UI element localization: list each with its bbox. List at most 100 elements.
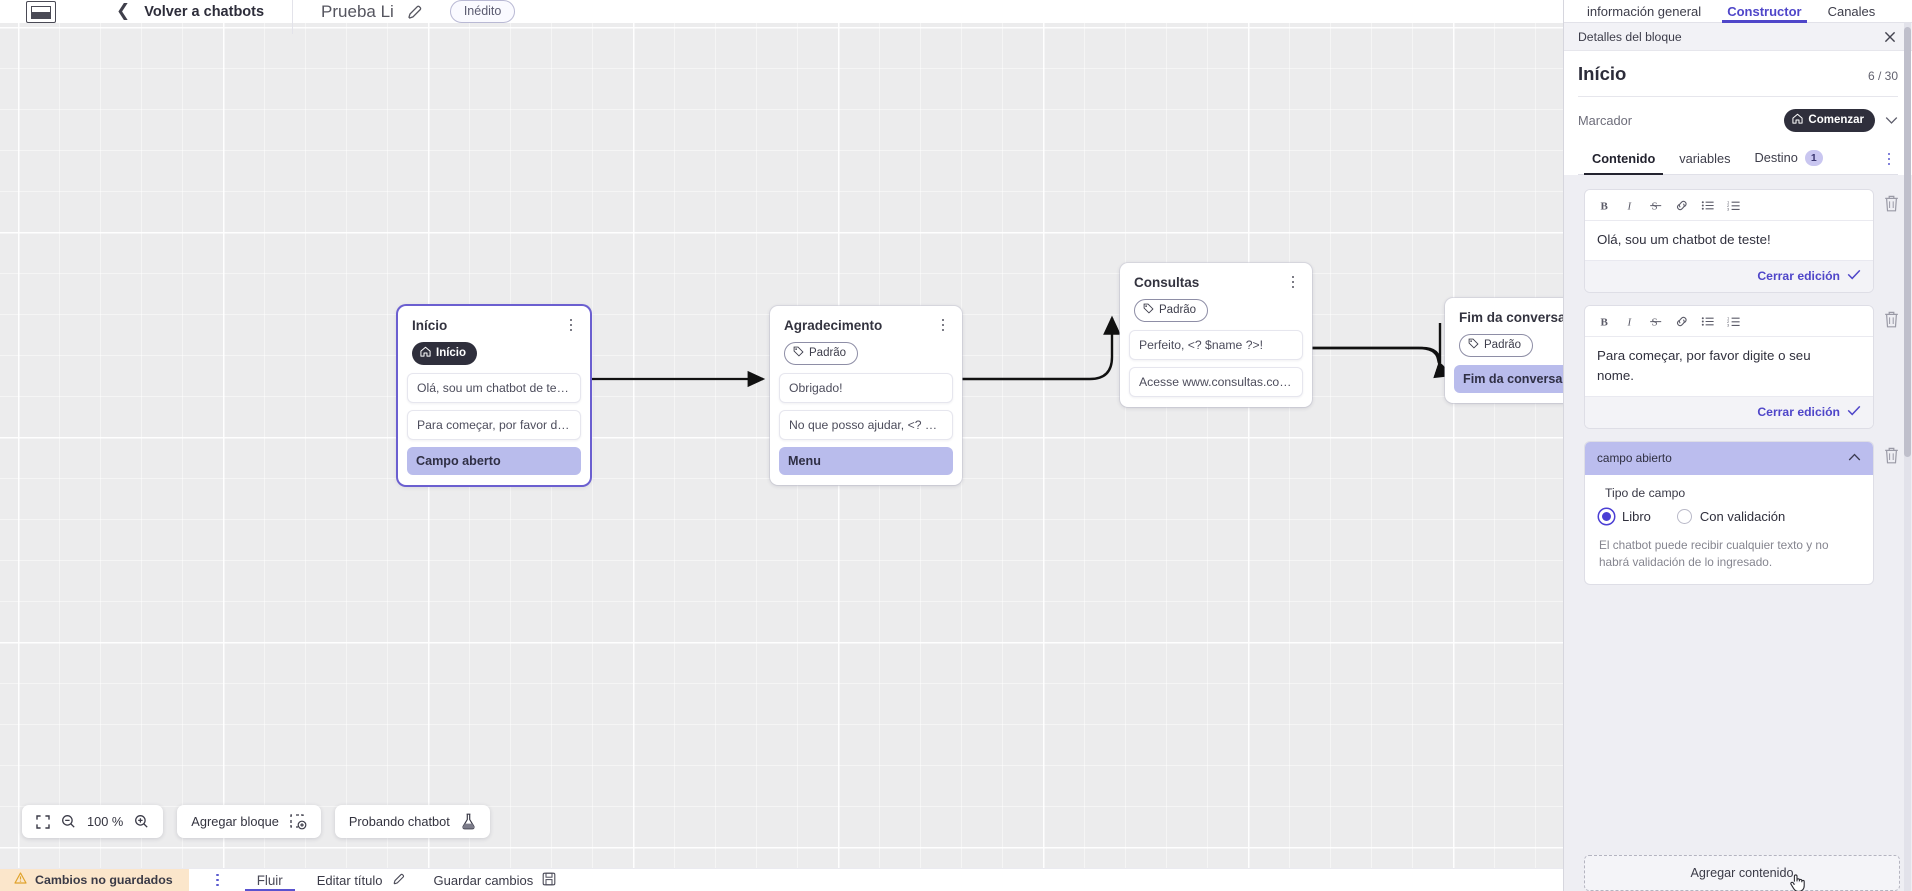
node-action-chip[interactable]: Menu bbox=[779, 447, 953, 475]
strikethrough-icon[interactable]: S bbox=[1643, 194, 1669, 216]
block-title-row: Início 6 / 30 bbox=[1578, 51, 1898, 96]
test-chatbot-button[interactable]: Probando chatbot bbox=[334, 805, 490, 838]
strikethrough-icon[interactable]: S bbox=[1643, 310, 1669, 332]
svg-text:3: 3 bbox=[1727, 322, 1730, 327]
node-tag-label: Padrão bbox=[809, 347, 847, 359]
flask-icon bbox=[461, 813, 476, 830]
chevron-down-icon[interactable] bbox=[1885, 114, 1898, 128]
app-logo[interactable] bbox=[26, 0, 56, 23]
tab-canales[interactable]: Canales bbox=[1827, 3, 1876, 19]
content-block-text[interactable]: Para começar, por favor digite o seu nom… bbox=[1597, 348, 1811, 383]
back-to-chatbots-link[interactable]: Volver a chatbots bbox=[144, 3, 265, 20]
node-action-chip[interactable]: Fim da conversa bbox=[1454, 365, 1563, 393]
svg-text:1: 1 bbox=[1727, 315, 1730, 320]
divider bbox=[1578, 96, 1898, 97]
tab-variables[interactable]: variables bbox=[1667, 151, 1742, 174]
node-inicio[interactable]: Início Início Olá, sou um chatbot de tes… bbox=[398, 306, 590, 485]
link-icon[interactable] bbox=[1669, 194, 1695, 216]
panel-scrollbar-track[interactable] bbox=[1904, 23, 1911, 891]
more-options-icon[interactable] bbox=[207, 873, 229, 887]
trash-icon[interactable] bbox=[1883, 446, 1900, 465]
panel-scrollbar-thumb[interactable] bbox=[1904, 27, 1911, 457]
open-field-label: campo abierto bbox=[1597, 450, 1672, 465]
trash-icon[interactable] bbox=[1883, 194, 1900, 213]
back-chevron-icon[interactable]: ❮ bbox=[116, 1, 131, 21]
close-edit-label[interactable]: Cerrar edición bbox=[1757, 404, 1840, 419]
bullet-list-icon[interactable] bbox=[1695, 194, 1721, 216]
node-message[interactable]: Olá, sou um chatbot de teste! bbox=[407, 373, 581, 403]
radio-option-libro[interactable]: Libro bbox=[1599, 508, 1651, 524]
tab-fluir[interactable]: Fluir bbox=[244, 869, 295, 891]
node-action-chip[interactable]: Campo aberto bbox=[407, 447, 581, 475]
zoom-in-icon[interactable] bbox=[134, 814, 149, 829]
node-header: Início Início bbox=[398, 306, 590, 365]
node-title: Fim da conversa bbox=[1459, 310, 1563, 325]
bullet-list-icon[interactable] bbox=[1695, 310, 1721, 332]
check-icon[interactable] bbox=[1847, 267, 1861, 285]
svg-text:S: S bbox=[1652, 200, 1658, 212]
tab-contenido[interactable]: Contenido bbox=[1580, 151, 1667, 175]
check-icon[interactable] bbox=[1847, 403, 1861, 421]
warning-icon bbox=[14, 871, 27, 889]
chevron-up-icon[interactable] bbox=[1848, 449, 1861, 467]
node-tag-default: Padrão bbox=[1134, 299, 1209, 322]
edit-title-button[interactable]: Editar título bbox=[317, 872, 406, 889]
tab-informacion-general[interactable]: información general bbox=[1587, 3, 1702, 19]
trash-icon[interactable] bbox=[1883, 310, 1900, 329]
flow-canvas[interactable]: Início Início Olá, sou um chatbot de tes… bbox=[0, 23, 1563, 868]
node-fim-da-conversa[interactable]: Fim da conversa Padrão Fim da conversa bbox=[1445, 298, 1563, 403]
node-message[interactable]: No que posso ajudar, <? $name ... bbox=[779, 410, 953, 440]
svg-text:2: 2 bbox=[1727, 203, 1730, 208]
radio-option-con-validacion[interactable]: Con validación bbox=[1676, 508, 1785, 524]
node-header: Agradecimento Padrão bbox=[770, 306, 962, 365]
open-field-header[interactable]: campo abierto bbox=[1585, 441, 1873, 475]
add-content-button[interactable]: Agregar contenido bbox=[1584, 855, 1900, 891]
svg-text:3: 3 bbox=[1727, 206, 1730, 211]
panel-subheader: Detalles del bloque bbox=[1564, 23, 1912, 51]
node-menu-icon[interactable] bbox=[563, 316, 579, 334]
radio-indicator[interactable] bbox=[1599, 508, 1614, 524]
open-field-card[interactable]: campo abierto Tipo de campo Libro bbox=[1584, 440, 1874, 586]
node-message[interactable]: Para começar, por favor digite o ... bbox=[407, 410, 581, 440]
bold-icon[interactable]: B bbox=[1591, 194, 1617, 216]
italic-icon[interactable]: I bbox=[1617, 194, 1643, 216]
panel-more-options-icon[interactable] bbox=[1880, 150, 1898, 168]
field-block: campo abierto Tipo de campo Libro bbox=[1584, 440, 1900, 586]
node-menu-icon[interactable] bbox=[1285, 273, 1301, 291]
svg-text:I: I bbox=[1626, 200, 1632, 212]
close-icon[interactable] bbox=[1882, 29, 1898, 45]
close-edit-label[interactable]: Cerrar edición bbox=[1757, 269, 1840, 284]
marker-chip[interactable]: Comenzar bbox=[1784, 109, 1875, 132]
tag-icon bbox=[793, 346, 804, 360]
node-consultas[interactable]: Consultas Padrão Perfeito, <? $name ?>! … bbox=[1120, 263, 1312, 407]
zoom-controls[interactable]: 100 % bbox=[22, 805, 164, 838]
svg-text:B: B bbox=[1600, 316, 1608, 328]
italic-icon[interactable]: I bbox=[1617, 310, 1643, 332]
save-changes-button[interactable]: Guardar cambios bbox=[434, 872, 557, 889]
home-icon bbox=[1792, 113, 1803, 127]
add-block-label: Agregar bloque bbox=[191, 814, 279, 829]
field-type-legend: Tipo de campo bbox=[1605, 485, 1686, 500]
bold-icon[interactable]: B bbox=[1591, 310, 1617, 332]
tab-destino[interactable]: Destino 1 bbox=[1742, 149, 1834, 174]
node-message[interactable]: Perfeito, <? $name ?>! bbox=[1129, 330, 1303, 360]
content-block-text[interactable]: Olá, sou um chatbot de teste! bbox=[1597, 232, 1771, 247]
fit-screen-icon[interactable] bbox=[36, 814, 50, 829]
link-icon[interactable] bbox=[1669, 310, 1695, 332]
node-menu-icon[interactable] bbox=[935, 316, 951, 334]
node-message[interactable]: Acesse www.consultas.com par... bbox=[1129, 367, 1303, 397]
node-agradecimento[interactable]: Agradecimento Padrão Obrigado! No que po… bbox=[770, 306, 962, 485]
add-block-button[interactable]: Agregar bloque bbox=[177, 805, 321, 838]
pencil-icon[interactable] bbox=[406, 3, 424, 21]
tab-constructor[interactable]: Constructor bbox=[1714, 0, 1814, 23]
zoom-out-icon[interactable] bbox=[61, 814, 76, 829]
radio-indicator[interactable] bbox=[1676, 508, 1692, 524]
node-message[interactable]: Obrigado! bbox=[779, 373, 953, 403]
